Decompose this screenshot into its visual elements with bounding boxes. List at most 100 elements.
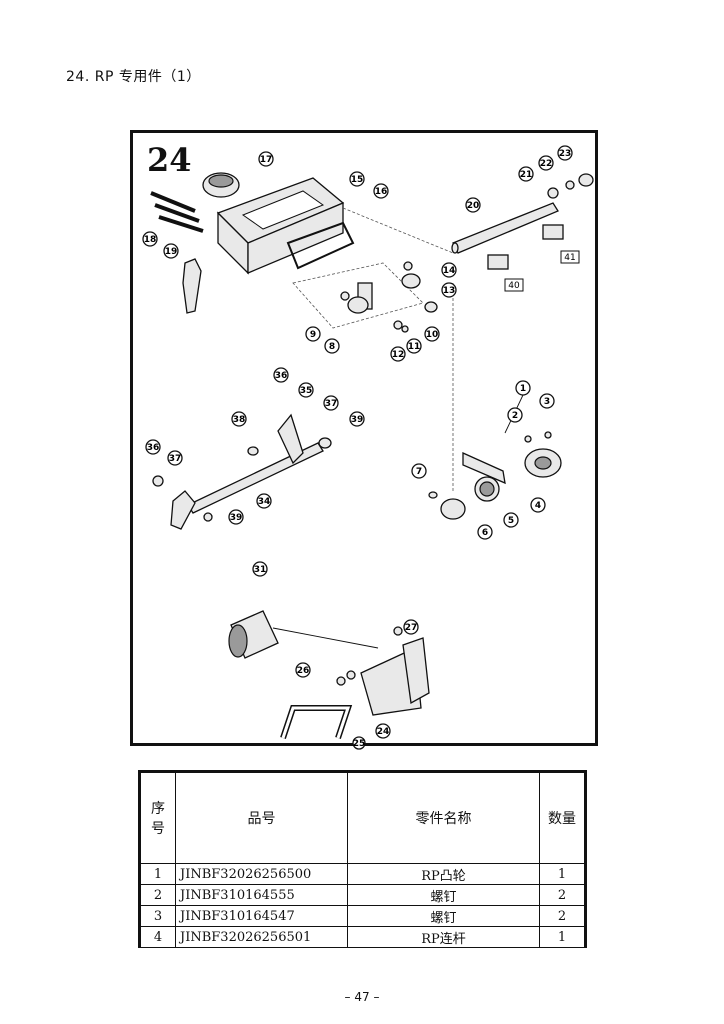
svg-text:38: 38 xyxy=(233,415,246,425)
svg-text:37: 37 xyxy=(325,399,338,409)
exploded-view-figure: 24 xyxy=(130,130,598,750)
table-row: 3 JINBF310164547 螺钉 2 xyxy=(138,905,587,927)
svg-text:22: 22 xyxy=(540,159,553,169)
callout-39a: 39 xyxy=(349,411,365,427)
callout-34: 34 xyxy=(256,493,272,509)
callout-35: 35 xyxy=(298,382,314,398)
callout-15: 15 xyxy=(349,171,365,187)
cell-qty: 1 xyxy=(539,863,587,885)
svg-text:11: 11 xyxy=(408,342,421,352)
callout-20: 20 xyxy=(465,197,481,213)
svg-text:36: 36 xyxy=(147,443,160,453)
table-row: 2 JINBF310164555 螺钉 2 xyxy=(138,884,587,906)
callout-18: 18 xyxy=(142,231,158,247)
svg-text:1: 1 xyxy=(520,384,526,394)
callout-8: 8 xyxy=(324,338,340,354)
cam-assembly xyxy=(428,431,562,520)
ring-22 xyxy=(565,180,575,190)
cell-qty: 1 xyxy=(539,926,587,948)
figure-number: 24 xyxy=(147,141,192,179)
nut-23 xyxy=(578,173,594,187)
svg-text:41: 41 xyxy=(564,253,575,263)
bushing-41 xyxy=(542,224,564,240)
cell-name: 螺钉 xyxy=(347,905,540,927)
svg-text:31: 31 xyxy=(254,565,267,575)
callout-11: 11 xyxy=(406,338,422,354)
svg-text:9: 9 xyxy=(310,330,316,340)
roller xyxy=(228,610,279,659)
callout-24: 24 xyxy=(375,723,391,739)
header-qty: 数量 xyxy=(539,770,587,864)
washer-21 xyxy=(547,187,559,199)
svg-text:6: 6 xyxy=(482,528,488,538)
callout-13: 13 xyxy=(441,282,457,298)
cell-code: JINBF310164555 xyxy=(175,884,348,906)
svg-text:19: 19 xyxy=(165,247,178,257)
linkage-bar xyxy=(152,413,332,530)
svg-text:14: 14 xyxy=(443,266,456,276)
callout-26: 26 xyxy=(295,662,311,678)
svg-text:3: 3 xyxy=(544,397,550,407)
svg-text:25: 25 xyxy=(353,739,366,749)
callout-21: 21 xyxy=(518,166,534,182)
callout-5: 5 xyxy=(503,512,519,528)
svg-text:10: 10 xyxy=(426,330,439,340)
screw-set xyxy=(150,191,204,233)
bushing-40 xyxy=(487,254,509,270)
bracket-19 xyxy=(182,258,202,314)
callout-36b: 36 xyxy=(145,439,161,455)
cell-name: RP凸轮 xyxy=(347,863,540,885)
svg-text:18: 18 xyxy=(144,235,157,245)
callout-23: 23 xyxy=(557,145,573,161)
callout-4: 4 xyxy=(530,497,546,513)
cell-no: 2 xyxy=(138,884,176,906)
svg-text:21: 21 xyxy=(520,170,533,180)
svg-text:5: 5 xyxy=(508,516,514,526)
table-header-row: 序号 品号 零件名称 数量 xyxy=(138,770,587,864)
svg-text:13: 13 xyxy=(443,286,456,296)
svg-text:39: 39 xyxy=(230,513,243,523)
svg-text:24: 24 xyxy=(377,727,390,737)
cell-no: 3 xyxy=(138,905,176,927)
callout-27: 27 xyxy=(403,619,419,635)
section-title: 24. RP 专用件（1） xyxy=(66,69,201,85)
cell-code: JINBF310164547 xyxy=(175,905,348,927)
svg-text:27: 27 xyxy=(405,623,418,633)
svg-text:23: 23 xyxy=(559,149,572,159)
callout-36a: 36 xyxy=(273,367,289,383)
svg-text:7: 7 xyxy=(416,467,422,477)
exploded-view-drawing: 1 2 3 4 5 6 7 8 9 10 11 12 13 14 15 16 1… xyxy=(142,145,594,750)
callout-38: 38 xyxy=(231,411,247,427)
callout-9: 9 xyxy=(305,326,321,342)
svg-text:36: 36 xyxy=(275,371,288,381)
callout-25: 25 xyxy=(352,736,366,750)
header-no: 序号 xyxy=(138,770,176,864)
parts-table: 序号 品号 零件名称 数量 1 JINBF32026256500 RP凸轮 1 … xyxy=(138,770,587,948)
svg-text:40: 40 xyxy=(508,281,520,291)
label-40: 40 xyxy=(504,278,524,292)
header-name: 零件名称 xyxy=(347,770,540,864)
svg-text:26: 26 xyxy=(297,666,310,676)
callout-31: 31 xyxy=(252,561,268,577)
cell-no: 1 xyxy=(138,863,176,885)
table-row: 4 JINBF32026256501 RP连杆 1 xyxy=(138,926,587,948)
svg-text:39: 39 xyxy=(351,415,364,425)
page-number: – 47 – xyxy=(344,990,380,1004)
gasket xyxy=(286,221,355,270)
cell-code: JINBF32026256500 xyxy=(175,863,348,885)
svg-text:4: 4 xyxy=(535,501,541,511)
cell-name: RP连杆 xyxy=(347,926,540,948)
callout-1: 1 xyxy=(504,380,531,434)
svg-text:8: 8 xyxy=(329,342,335,352)
callout-7: 7 xyxy=(411,463,427,479)
callout-3: 3 xyxy=(539,393,555,409)
cell-qty: 2 xyxy=(539,905,587,927)
callout-14: 14 xyxy=(441,262,457,278)
mid-assembly xyxy=(292,261,438,333)
cell-no: 4 xyxy=(138,926,176,948)
callout-39b: 39 xyxy=(228,509,244,525)
svg-text:15: 15 xyxy=(351,175,364,185)
callout-12: 12 xyxy=(390,346,406,362)
cell-name: 螺钉 xyxy=(347,884,540,906)
frame-24 xyxy=(336,626,430,716)
